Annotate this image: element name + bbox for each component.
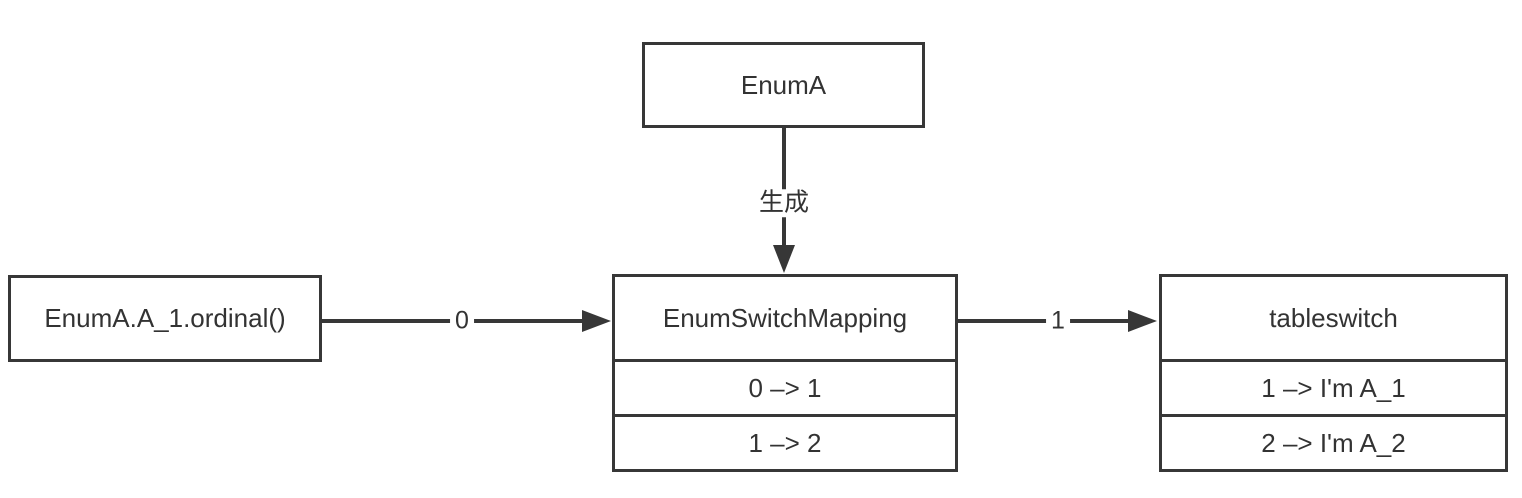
- edge-generate-arrowhead-icon: [773, 245, 795, 273]
- enum-switch-mapping-row: 0 –> 1: [612, 359, 958, 417]
- node-ordinal-call-label: EnumA.A_1.ordinal(): [44, 303, 286, 333]
- tableswitch-row: 2 –> I'm A_2: [1159, 414, 1508, 472]
- edge-tableswitch-arrowhead-icon: [1128, 310, 1157, 332]
- enum-switch-mapping-title: EnumSwitchMapping: [612, 274, 958, 362]
- edge-tableswitch-label: 1: [1046, 307, 1070, 335]
- tableswitch-row: 1 –> I'm A_1: [1159, 359, 1508, 417]
- tableswitch-title: tableswitch: [1159, 274, 1508, 362]
- enum-switch-mapping-row: 1 –> 2: [612, 414, 958, 472]
- node-enum-switch-mapping: EnumSwitchMapping 0 –> 1 1 –> 2: [612, 274, 958, 472]
- edge-generate-label: 生成: [753, 189, 815, 217]
- node-enum-a: EnumA: [642, 42, 925, 128]
- edge-ordinal-arrowhead-icon: [582, 310, 611, 332]
- node-enum-a-label: EnumA: [740, 69, 827, 100]
- node-tableswitch: tableswitch 1 –> I'm A_1 2 –> I'm A_2: [1159, 274, 1508, 472]
- edge-ordinal-label: 0: [450, 307, 474, 335]
- node-ordinal-call: EnumA.A_1.ordinal(): [8, 275, 322, 362]
